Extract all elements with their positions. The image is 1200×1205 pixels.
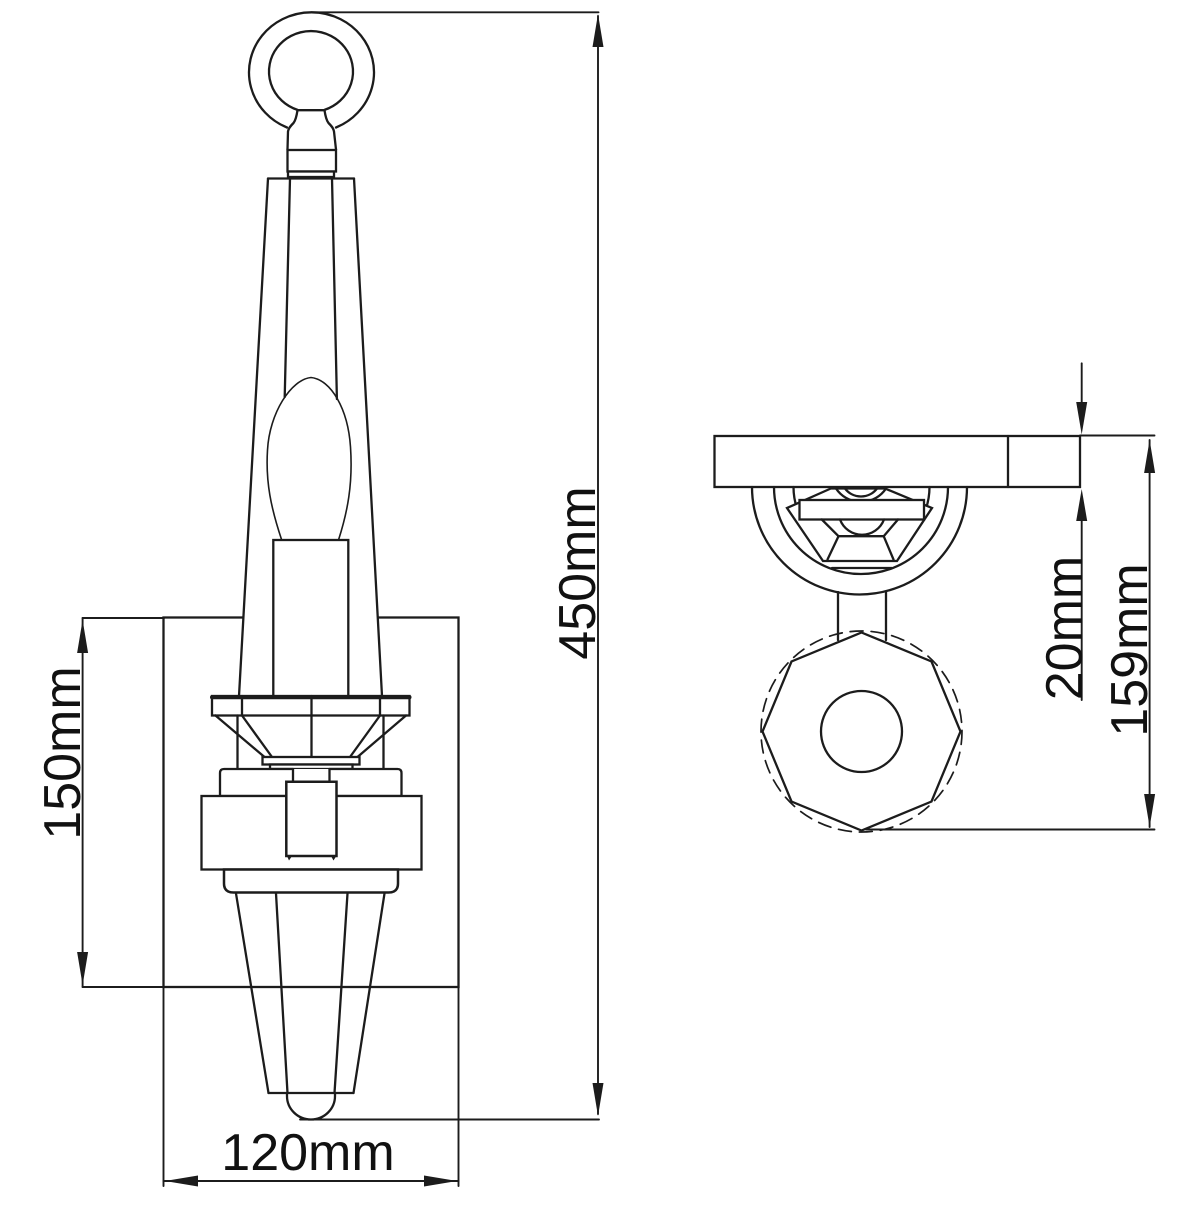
svg-text:150mm: 150mm xyxy=(34,666,92,839)
svg-text:120mm: 120mm xyxy=(221,1124,394,1182)
svg-text:159mm: 159mm xyxy=(1101,563,1159,736)
svg-text:450mm: 450mm xyxy=(549,486,607,659)
svg-text:20mm: 20mm xyxy=(1036,556,1094,700)
